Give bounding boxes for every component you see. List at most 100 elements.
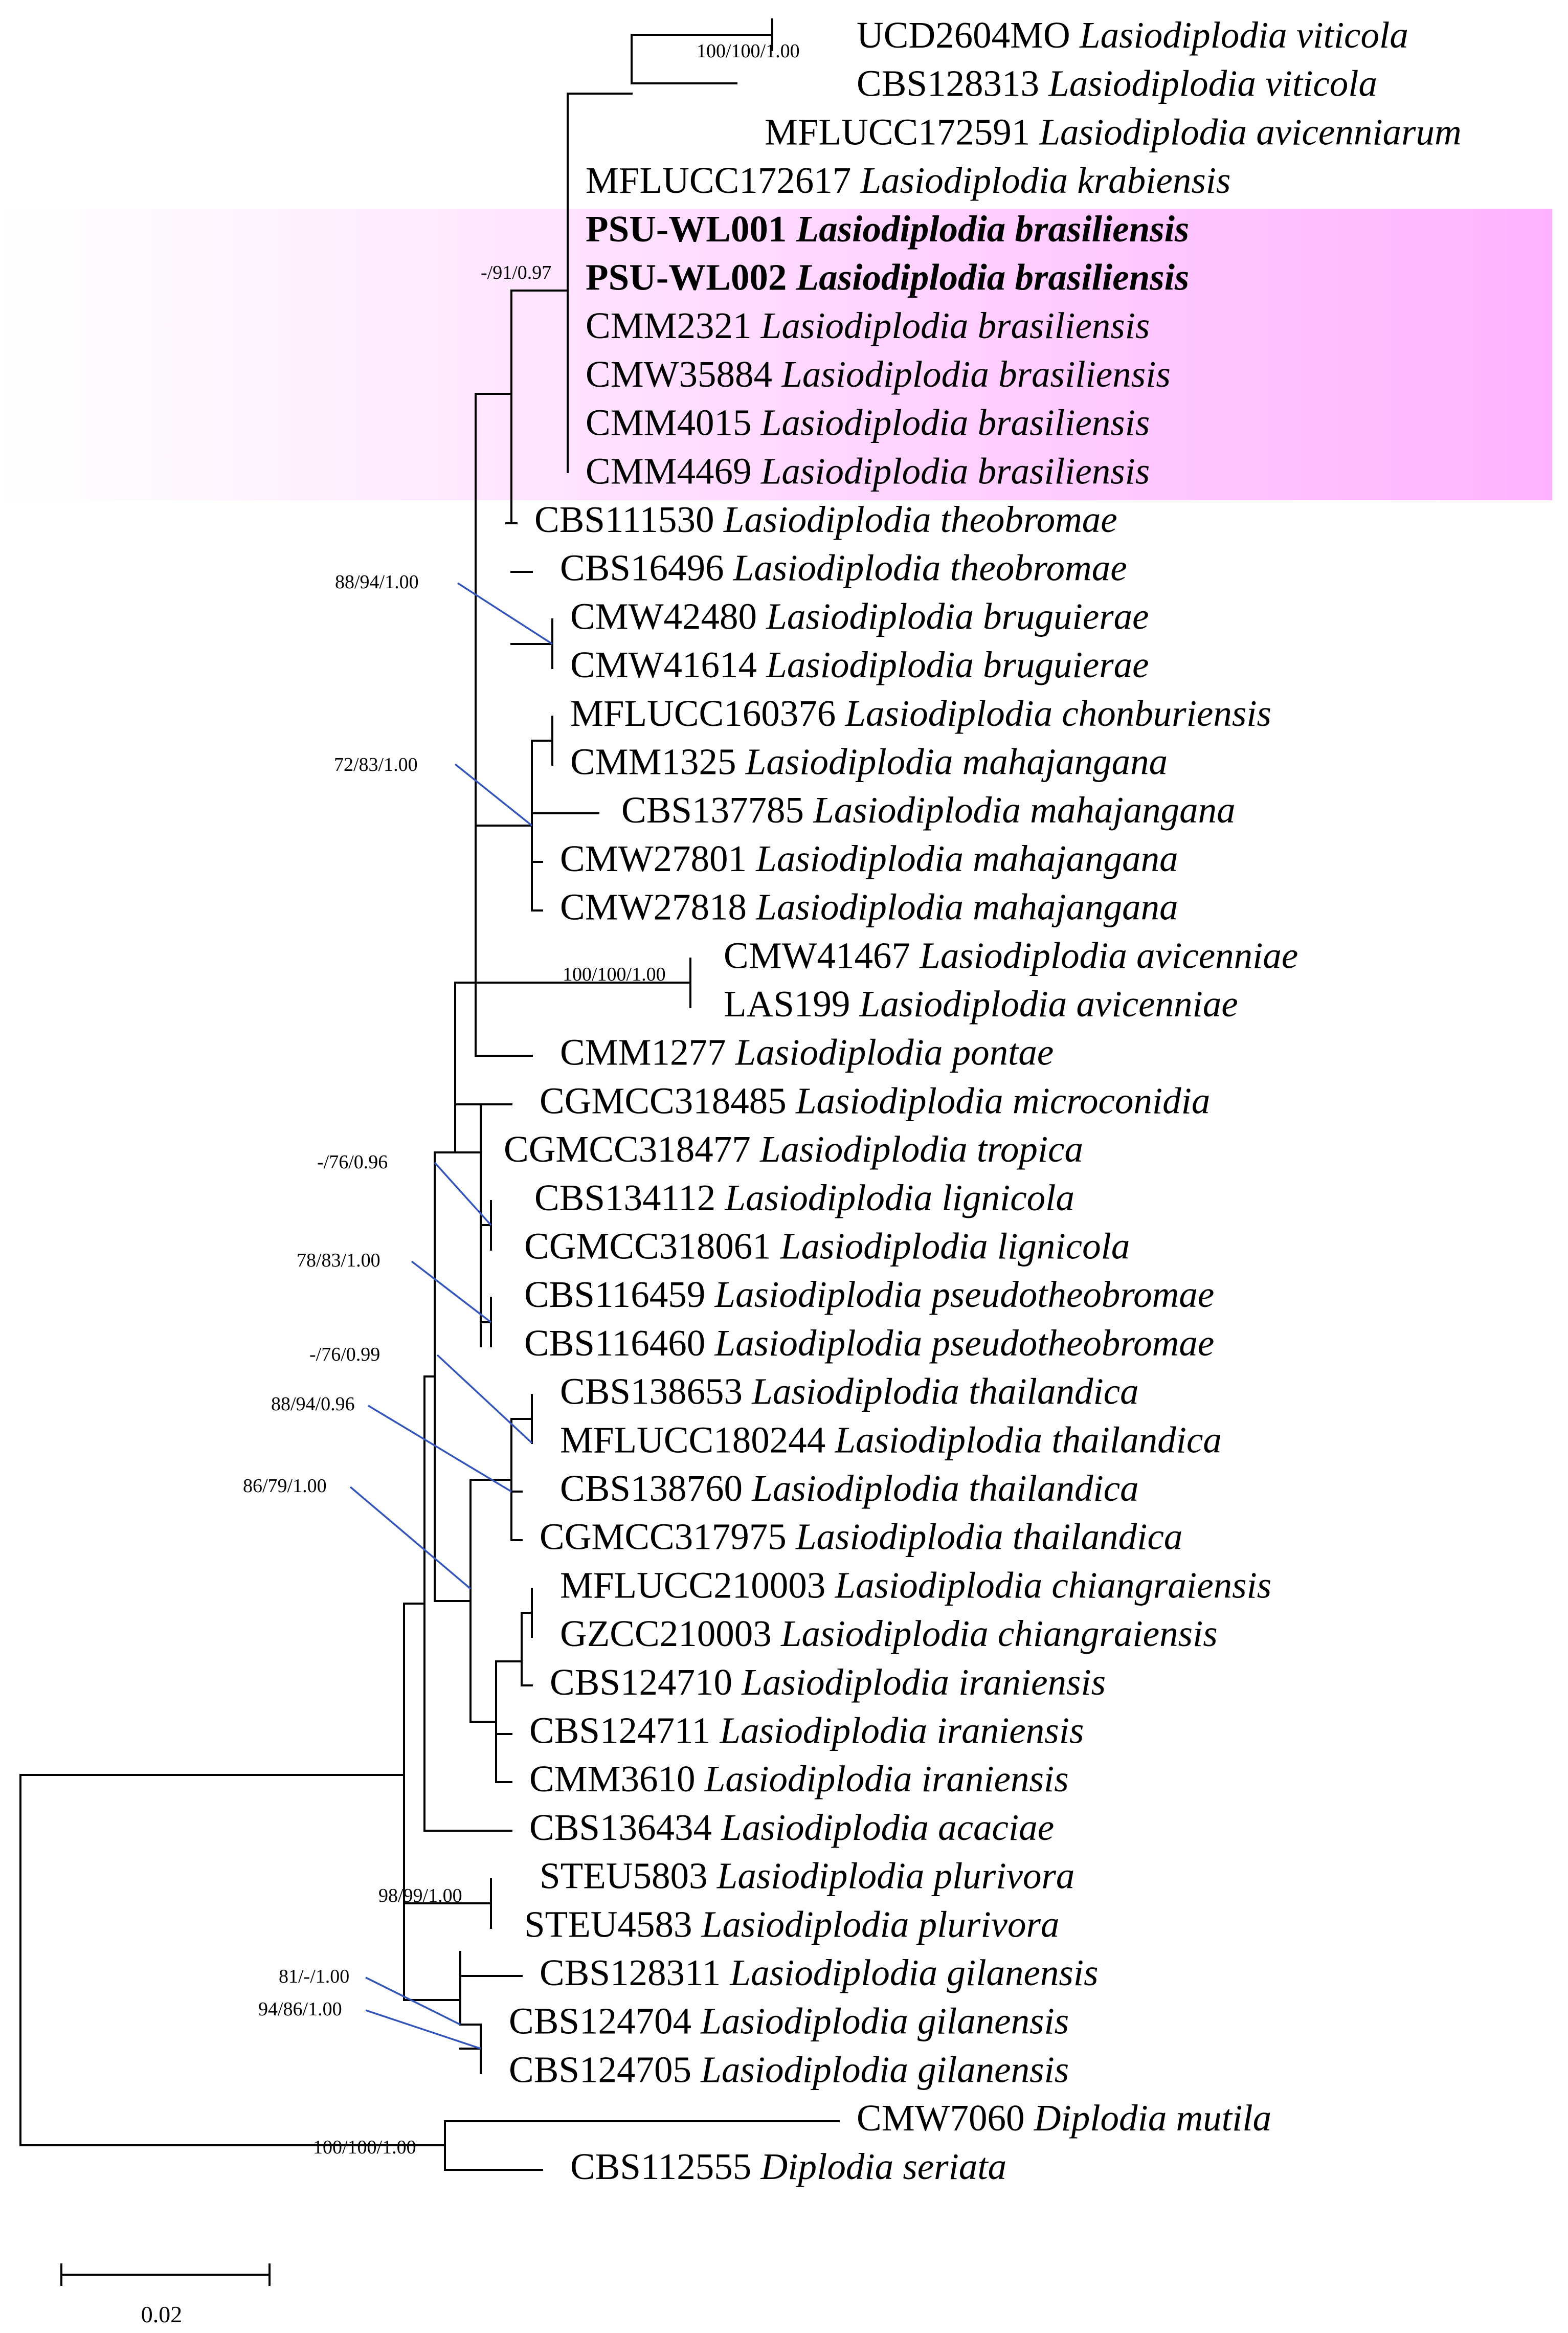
taxon-code: CBS134112 <box>534 1177 725 1218</box>
taxon-label: STEU4583 Lasiodiplodia plurivora <box>524 1903 1059 1945</box>
taxon-label: CBS137785 Lasiodiplodia mahajangana <box>621 789 1236 831</box>
taxon-species: Lasiodiplodia theobromae <box>723 499 1117 540</box>
support-value: 100/100/1.00 <box>697 40 800 62</box>
taxon-code: CBS116460 <box>524 1322 715 1364</box>
support-value: 88/94/1.00 <box>335 571 419 593</box>
support-value: 86/79/1.00 <box>243 1475 327 1497</box>
taxon-code: CBS124704 <box>509 2001 701 2042</box>
taxon-species: Lasiodiplodia pseudotheobromae <box>714 1274 1215 1315</box>
support-leader <box>454 763 533 827</box>
taxon-species: Lasiodiplodia iraniensis <box>720 1710 1084 1751</box>
support-value: 78/83/1.00 <box>297 1250 380 1271</box>
taxon-label: CBS138760 Lasiodiplodia thailandica <box>560 1468 1139 1509</box>
taxon-code: UCD2604MO <box>857 14 1080 56</box>
taxon-species: Lasiodiplodia chiangraiensis <box>834 1564 1271 1606</box>
taxon-code: MFLUCC160376 <box>570 693 845 734</box>
taxon-code: CMM2321 <box>586 305 761 346</box>
taxon-label: CBS138653 Lasiodiplodia thailandica <box>560 1371 1139 1412</box>
taxon-code: CMW35884 <box>586 353 781 395</box>
taxon-code: MFLUCC210003 <box>560 1564 835 1606</box>
taxon-label: CBS124704 Lasiodiplodia gilanensis <box>509 2001 1069 2042</box>
taxon-code: MFLUCC172591 <box>765 111 1039 152</box>
taxon-label: CBS124710 Lasiodiplodia iraniensis <box>550 1661 1106 1703</box>
taxon-code: CGMCC318061 <box>524 1226 780 1267</box>
taxon-label: CBS128313 Lasiodiplodia viticola <box>857 63 1377 104</box>
taxon-label: CMM1325 Lasiodiplodia mahajangana <box>570 741 1168 783</box>
taxon-label: STEU5803 Lasiodiplodia plurivora <box>540 1855 1074 1897</box>
taxon-species: Lasiodiplodia thailandica <box>751 1371 1138 1412</box>
taxon-label: MFLUCC172591 Lasiodiplodia avicenniarum <box>765 111 1462 152</box>
taxon-code: CMW41614 <box>570 644 766 685</box>
taxon-label: CBS136434 Lasiodiplodia acaciae <box>529 1807 1054 1848</box>
taxon-label: CGMCC318477 Lasiodiplodia tropica <box>504 1128 1083 1170</box>
taxon-code: STEU4583 <box>524 1903 702 1945</box>
taxon-code: CBS136434 <box>529 1807 721 1848</box>
taxon-label: CGMCC317975 Lasiodiplodia thailandica <box>540 1516 1182 1558</box>
taxon-label: CBS116460 Lasiodiplodia pseudotheobromae <box>524 1322 1214 1364</box>
taxon-species: Lasiodiplodia mahajangana <box>755 886 1178 928</box>
taxon-label: CMW35884 Lasiodiplodia brasiliensis <box>586 353 1171 395</box>
taxon-species: Lasiodiplodia acaciae <box>721 1807 1054 1848</box>
support-leader <box>457 582 553 645</box>
support-value: 100/100/1.00 <box>313 2137 416 2158</box>
taxon-species: Lasiodiplodia brasiliensis <box>760 305 1150 346</box>
taxon-species: Lasiodiplodia brasiliensis <box>781 353 1171 395</box>
taxon-label: CBS124705 Lasiodiplodia gilanensis <box>509 2049 1069 2090</box>
taxon-code: PSU-WL002 <box>586 257 796 298</box>
support-value: -/76/0.96 <box>317 1151 388 1173</box>
taxon-label: MFLUCC172617 Lasiodiplodia krabiensis <box>586 160 1230 201</box>
taxon-species: Lasiodiplodia gilanensis <box>700 2001 1069 2042</box>
taxon-species: Lasiodiplodia iraniensis <box>741 1661 1106 1703</box>
taxon-code: CBS137785 <box>621 789 813 831</box>
taxon-label: CGMCC318485 Lasiodiplodia microconidia <box>540 1080 1210 1121</box>
taxon-code: CGMCC318477 <box>504 1128 760 1170</box>
taxon-species: Lasiodiplodia thailandica <box>834 1419 1221 1460</box>
taxon-labels: UCD2604MO Lasiodiplodia viticolaCBS12831… <box>504 14 1462 2187</box>
taxon-code: PSU-WL001 <box>586 208 796 250</box>
taxon-code: CMM4015 <box>586 402 761 443</box>
taxon-species: Lasiodiplodia pontae <box>735 1032 1054 1073</box>
support-value: 94/86/1.00 <box>258 1998 342 2020</box>
taxon-species: Lasiodiplodia plurivora <box>716 1855 1075 1897</box>
taxon-label: CMW41467 Lasiodiplodia avicenniae <box>724 935 1298 976</box>
support-leader <box>436 1354 533 1444</box>
taxon-label: MFLUCC210003 Lasiodiplodia chiangraiensi… <box>560 1564 1271 1606</box>
scale-bar-label: 0.02 <box>141 2301 183 2327</box>
support-leader <box>368 1405 512 1493</box>
taxon-label: CBS128311 Lasiodiplodia gilanensis <box>540 1952 1098 1993</box>
taxon-code: CMM4469 <box>586 450 761 492</box>
taxon-label: CBS111530 Lasiodiplodia theobromae <box>534 499 1117 540</box>
taxon-code: LAS199 <box>724 983 860 1025</box>
taxon-code: CBS116459 <box>524 1274 715 1315</box>
taxon-species: Lasiodiplodia gilanensis <box>730 1952 1099 1993</box>
taxon-label: GZCC210003 Lasiodiplodia chiangraiensis <box>560 1613 1218 1654</box>
support-leader <box>411 1260 492 1323</box>
taxon-label: CMW41614 Lasiodiplodia bruguierae <box>570 644 1149 685</box>
taxon-code: CBS128313 <box>857 63 1048 104</box>
taxon-species: Lasiodiplodia viticola <box>1079 14 1408 56</box>
taxon-code: MFLUCC172617 <box>586 160 860 201</box>
taxon-species: Lasiodiplodia avicenniae <box>859 983 1238 1025</box>
taxon-species: Lasiodiplodia iraniensis <box>704 1758 1069 1799</box>
support-value: 98/99/1.00 <box>378 1885 462 1906</box>
taxon-label: MFLUCC160376 Lasiodiplodia chonburiensis <box>570 693 1271 734</box>
taxon-species: Lasiodiplodia thailandica <box>751 1468 1138 1509</box>
taxon-species: Lasiodiplodia tropica <box>759 1128 1083 1170</box>
highlight-band <box>0 209 1552 500</box>
taxon-species: Lasiodiplodia brasiliensis <box>760 450 1150 492</box>
taxon-species: Lasiodiplodia mahajangana <box>813 789 1235 831</box>
taxon-label: CMM1277 Lasiodiplodia pontae <box>560 1032 1054 1073</box>
support-leader <box>434 1162 492 1226</box>
taxon-code: CBS112555 <box>570 2146 761 2187</box>
taxon-label: CBS16496 Lasiodiplodia theobromae <box>560 547 1127 589</box>
taxon-label: CMM2321 Lasiodiplodia brasiliensis <box>586 305 1150 346</box>
taxon-code: CBS124705 <box>509 2049 701 2090</box>
taxon-code: CMM1325 <box>570 741 746 783</box>
taxon-code: MFLUCC180244 <box>560 1419 835 1460</box>
support-value: 88/94/0.96 <box>271 1393 355 1415</box>
taxon-species: Lasiodiplodia theobromae <box>733 547 1127 589</box>
support-values: 100/100/1.00-/91/0.9788/94/1.0072/83/1.0… <box>243 40 800 2158</box>
taxon-label: CMW42480 Lasiodiplodia bruguierae <box>570 595 1149 637</box>
taxon-species: Diplodia mutila <box>1034 2097 1271 2139</box>
